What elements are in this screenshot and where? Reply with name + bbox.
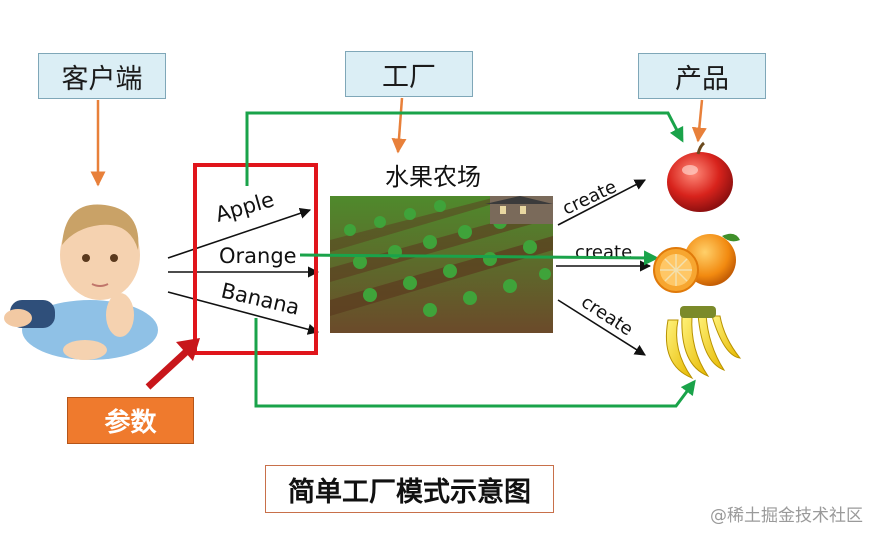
banana-product (665, 306, 742, 380)
client-arrow-apple (167, 207, 312, 259)
orange-product (653, 233, 740, 293)
input-label-apple: Apple (213, 187, 277, 227)
create-arrow-banana (557, 299, 646, 356)
create-arrow-apple (557, 179, 646, 226)
factory-pointer-arrow (391, 97, 407, 154)
product-label: 产品 (638, 53, 766, 99)
farm-image (330, 196, 553, 333)
child-illustration (4, 204, 158, 360)
factory-label: 工厂 (345, 51, 473, 97)
client-label: 客户端 (38, 53, 166, 99)
apple-product (667, 141, 733, 212)
create-label-apple: create (559, 176, 620, 219)
green-route-orange (299, 250, 659, 266)
input-label-orange: Orange (219, 244, 297, 268)
green-route-banana (254, 318, 696, 408)
diagram-caption: 简单工厂模式示意图 (265, 465, 554, 513)
watermark: @稀土掘金技术社区 (710, 506, 863, 526)
param-pointer-head (176, 338, 200, 361)
create-label-orange: create (575, 242, 632, 263)
create-label-banana: create (577, 292, 636, 341)
green-route-apple (245, 111, 684, 186)
input-label-banana: Banana (219, 278, 302, 319)
product-pointer-arrow (691, 99, 707, 143)
param-label: 参数 (67, 397, 194, 444)
farm-title: 水果农场 (385, 163, 481, 191)
param-pointer-arrow (145, 349, 189, 390)
